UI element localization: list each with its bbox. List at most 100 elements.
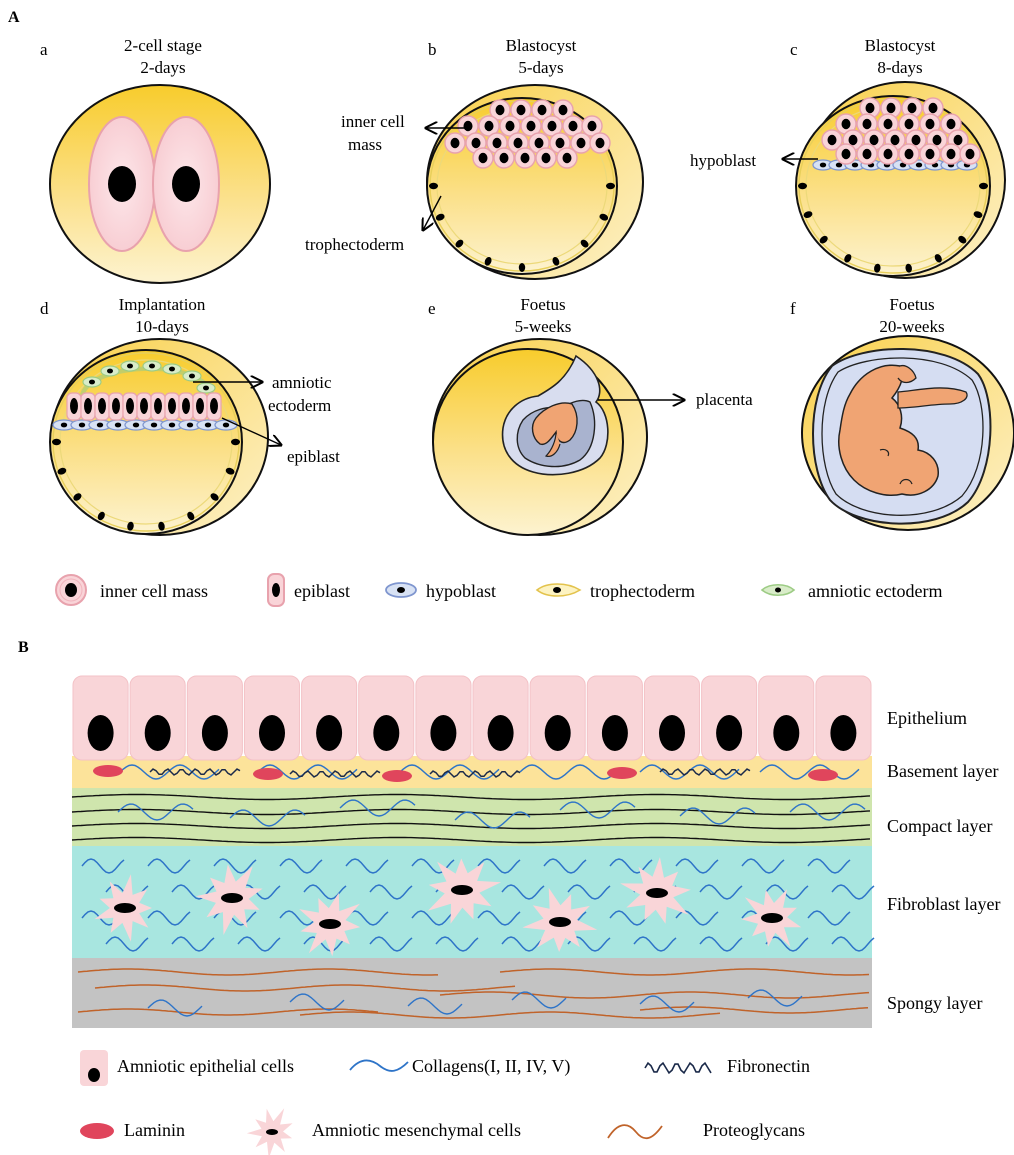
stage-letter: e: [428, 299, 436, 318]
amniotic-nucleus: [189, 374, 195, 379]
icm-nucleus: [496, 105, 505, 115]
hypoblast-nucleus: [115, 423, 121, 428]
amniotic-nucleus: [149, 364, 155, 369]
trophectoderm-nucleus: [519, 263, 525, 272]
stage-title: Foetus: [889, 295, 934, 314]
hypoblast-nucleus: [133, 423, 139, 428]
stage-c: c Blastocyst 8-days hypoblast: [690, 36, 1005, 278]
stage-b: b Blastocyst 5-days inner cell mass trop…: [305, 36, 643, 279]
trophectoderm-nucleus: [52, 439, 61, 445]
label-epiblast: epiblast: [287, 447, 340, 466]
label-ectoderm: ectoderm: [268, 396, 331, 415]
legend-label: Laminin: [124, 1120, 185, 1140]
hypoblast-nucleus: [187, 423, 193, 428]
icm-nucleus: [929, 103, 938, 113]
stage-age: 5-weeks: [515, 317, 572, 336]
epithelial-nucleus: [430, 715, 456, 751]
epiblast-nucleus: [84, 398, 92, 414]
trophectoderm-nucleus: [606, 183, 615, 189]
epithelial-nucleus: [316, 715, 342, 751]
trophectoderm-nucleus: [798, 183, 807, 189]
icm-nucleus: [485, 121, 494, 131]
stage-letter: a: [40, 40, 48, 59]
legend-label: trophectoderm: [590, 581, 695, 601]
panel-b-legend: Amniotic epithelial cells Collagens(I, I…: [80, 1050, 810, 1155]
legend-label: inner cell mass: [100, 581, 208, 601]
hypoblast-nucleus: [151, 423, 157, 428]
epiblast-nucleus: [126, 398, 134, 414]
legend-laminin-swatch: [80, 1123, 114, 1139]
stage-title: Blastocyst: [506, 36, 577, 55]
epiblast-nucleus: [210, 398, 218, 414]
stage-letter: f: [790, 299, 796, 318]
hypoblast-nucleus: [61, 423, 67, 428]
trophectoderm-nucleus: [979, 183, 988, 189]
epithelial-nucleus: [259, 715, 285, 751]
stage-title: 2-cell stage: [124, 36, 202, 55]
stage-age: 20-weeks: [879, 317, 944, 336]
icm-nucleus: [954, 135, 963, 145]
legend-label: hypoblast: [426, 581, 496, 601]
layer-label-epithelium: Epithelium: [887, 708, 967, 728]
stage-title: Blastocyst: [865, 36, 936, 55]
epithelial-nucleus: [659, 715, 685, 751]
mesenchymal-nucleus: [761, 913, 783, 923]
mesenchymal-nucleus: [319, 919, 341, 929]
epithelial-nucleus: [145, 715, 171, 751]
stage-age: 8-days: [877, 58, 922, 77]
icm-nucleus: [891, 135, 900, 145]
icm-nucleus: [514, 138, 523, 148]
icm-nucleus: [472, 138, 481, 148]
legend-label: epiblast: [294, 581, 350, 601]
icm-nucleus: [559, 105, 568, 115]
legend-trophectoderm-swatch: [537, 584, 580, 596]
icm-nucleus: [926, 149, 935, 159]
layer-label-basement: Basement layer: [887, 761, 998, 781]
legend-collagen-swatch: [350, 1060, 408, 1071]
legend-fibronectin-swatch: [645, 1063, 711, 1073]
icm-nucleus: [596, 138, 605, 148]
mesenchymal-nucleus: [549, 917, 571, 927]
icm-nucleus: [548, 121, 557, 131]
legend-hypoblast-swatch: [386, 583, 416, 597]
stage-title: Foetus: [520, 295, 565, 314]
label-hypoblast: hypoblast: [690, 151, 756, 170]
icm-nucleus: [926, 119, 935, 129]
label-mass: mass: [348, 135, 382, 154]
blastocoel-wall: [50, 350, 242, 534]
stage-a: a 2-cell stage 2-days: [40, 36, 270, 283]
hypoblast-nucleus: [97, 423, 103, 428]
stage-d: d Implantation 10-days amniotic ectoderm…: [40, 295, 340, 535]
icm-nucleus: [464, 121, 473, 131]
icm-nucleus: [500, 153, 509, 163]
icm-nucleus: [451, 138, 460, 148]
epiblast-nucleus: [154, 398, 162, 414]
membrane-section: [72, 676, 874, 1028]
amniotic-nucleus: [169, 367, 175, 372]
icm-nucleus: [493, 138, 502, 148]
stage-title: Implantation: [119, 295, 206, 314]
layer-label-spongy: Spongy layer: [887, 993, 982, 1013]
epithelial-nucleus: [830, 715, 856, 751]
legend-inner-cell-mass-swatch: [56, 575, 86, 605]
icm-nucleus: [506, 121, 515, 131]
stage-age: 5-days: [518, 58, 563, 77]
legend-label: Amniotic mesenchymal cells: [312, 1120, 521, 1140]
icm-nucleus: [966, 149, 975, 159]
laminin: [253, 768, 283, 780]
stage-letter: b: [428, 40, 437, 59]
icm-nucleus: [535, 138, 544, 148]
epiblast-nucleus: [98, 398, 106, 414]
icm-nucleus: [569, 121, 578, 131]
epithelial-nucleus: [773, 715, 799, 751]
epiblast-nucleus: [140, 398, 148, 414]
laminin: [93, 765, 123, 777]
icm-nucleus: [588, 121, 597, 131]
icm-nucleus: [556, 138, 565, 148]
icm-nucleus: [538, 105, 547, 115]
label-placenta: placenta: [696, 390, 753, 409]
epithelial-nucleus: [88, 715, 114, 751]
legend-label: amniotic ectoderm: [808, 581, 942, 601]
amniotic-nucleus: [203, 386, 209, 391]
